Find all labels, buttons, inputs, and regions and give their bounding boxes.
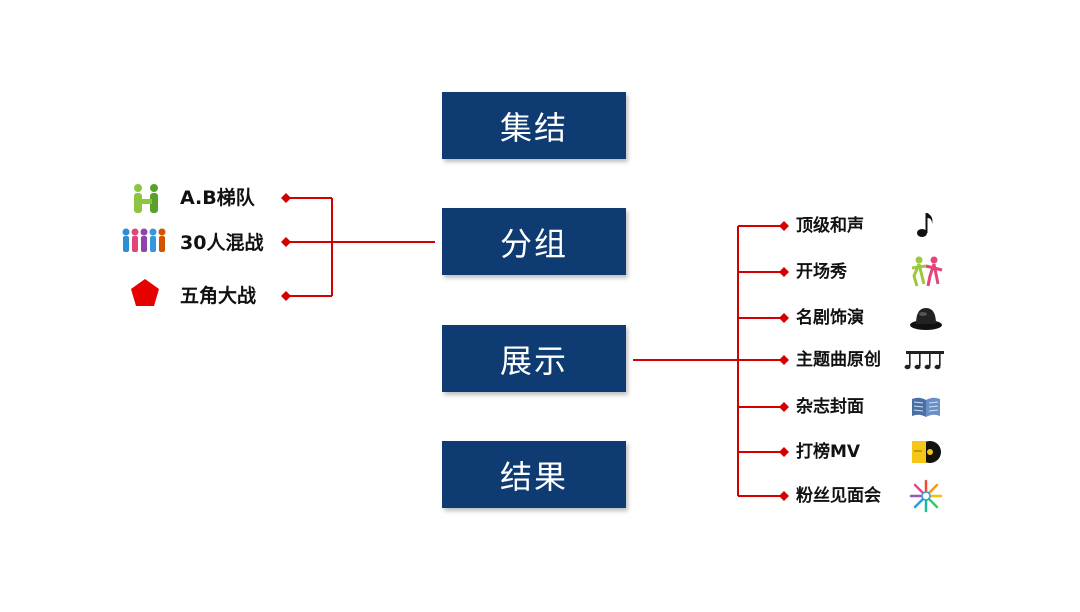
show-item-label: 顶级和声 [796, 216, 864, 236]
diamond-marker [779, 313, 789, 323]
pentagon-icon [128, 276, 162, 310]
crowd-icon [120, 226, 170, 258]
stage-box-showcase: 展示 [442, 325, 626, 392]
show-item-label: 开场秀 [796, 262, 847, 282]
stage-box-result: 结果 [442, 441, 626, 508]
diamond-marker [779, 402, 789, 412]
music-note-icon [912, 208, 940, 240]
stage-box-gather: 集结 [442, 92, 626, 159]
diamond-marker [779, 447, 789, 457]
diamond-marker [779, 221, 789, 231]
people-pair-icon [128, 181, 164, 217]
dancers-icon [908, 254, 944, 288]
diamond-marker [281, 237, 291, 247]
show-item-label: 打榜MV [796, 442, 861, 462]
stage-box-grouping: 分组 [442, 208, 626, 275]
show-item-label: 名剧饰演 [796, 308, 864, 328]
diamond-marker [779, 355, 789, 365]
sheet-music-icon [904, 348, 946, 372]
diamond-marker [779, 491, 789, 501]
show-item-label: 粉丝见面会 [796, 486, 881, 506]
starburst-icon [908, 478, 944, 514]
diamond-marker [281, 291, 291, 301]
open-book-icon [910, 394, 942, 420]
group-item-label: A.B梯队 [180, 187, 255, 209]
show-item-label: 主题曲原创 [796, 350, 881, 370]
group-item-label: 30人混战 [180, 232, 264, 254]
group-item-label: 五角大战 [180, 285, 257, 307]
diamond-marker [779, 267, 789, 277]
vinyl-record-icon [910, 438, 942, 466]
bowler-hat-icon [908, 302, 944, 332]
diamond-marker [281, 193, 291, 203]
show-item-label: 杂志封面 [796, 397, 864, 417]
